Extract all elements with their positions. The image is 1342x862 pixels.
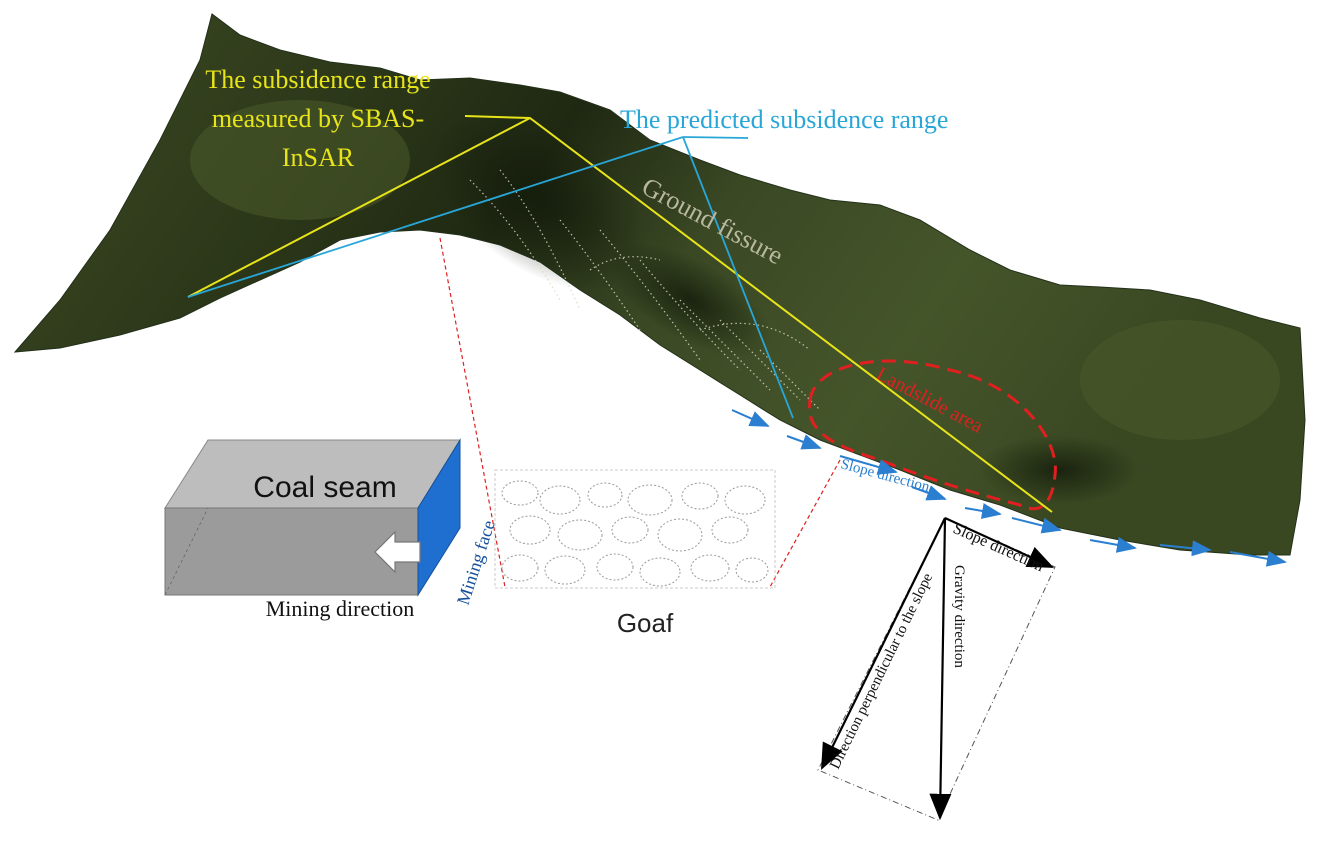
sbas-label-line-1: The subsidence range xyxy=(205,65,430,94)
perpendicular-vector xyxy=(821,517,946,770)
sbas-label-line-3: InSAR xyxy=(282,143,355,172)
ground-fissure-lines xyxy=(469,169,821,411)
coal-seam-block: Coal seam Mining direction Mining face xyxy=(164,438,499,621)
perpendicular-direction-label: Direction perpendicular to the slope xyxy=(827,571,936,772)
predicted-range-label: The predicted subsidence range xyxy=(620,105,948,134)
goaf-zone: Goaf xyxy=(439,237,841,638)
slope-direction-arrows xyxy=(731,409,1287,567)
mining-face-surface xyxy=(417,438,461,597)
gravity-vector xyxy=(929,517,952,821)
gravity-direction-label: Gravity direction xyxy=(951,565,967,668)
mining-direction-arrow-icon xyxy=(374,530,421,574)
predicted-range-lines xyxy=(187,136,794,419)
goaf-label: Goaf xyxy=(617,608,674,638)
coal-seam-label: Coal seam xyxy=(253,471,396,504)
sbas-label-line-2: measured by SBAS- xyxy=(212,104,424,133)
slope-direction-vector xyxy=(944,516,1055,569)
mining-face-label: Mining face xyxy=(453,518,499,607)
mining-direction-label: Mining direction xyxy=(266,596,414,621)
sbas-range-lines xyxy=(187,115,1053,513)
force-vector-diagram: Slope direction Gravity direction Direct… xyxy=(817,516,1056,821)
sbas-range-label: The subsidence range measured by SBAS- I… xyxy=(205,65,430,172)
